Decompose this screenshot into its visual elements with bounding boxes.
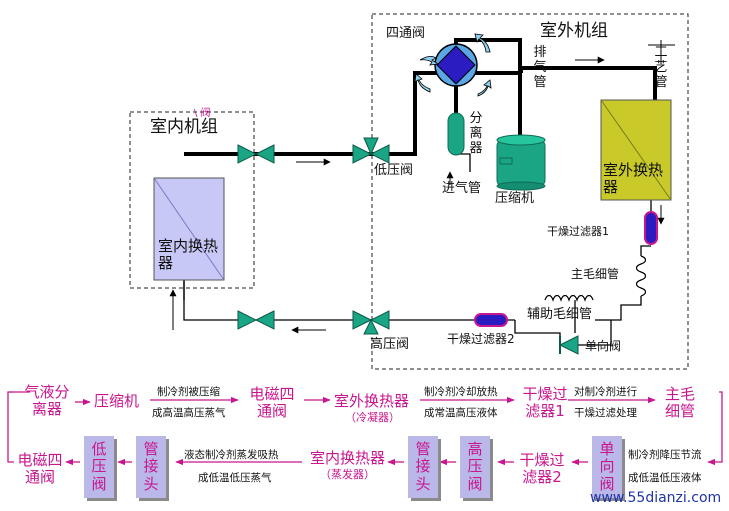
note-compress-a: 制冷剂被压缩 bbox=[157, 386, 220, 398]
intake-pipe-label: 进气管 bbox=[442, 181, 482, 196]
pipes bbox=[184, 38, 657, 162]
note-cool-b: 成常温高压液体 bbox=[424, 407, 498, 419]
flow-main-capillary: 主毛细管 bbox=[664, 385, 695, 420]
note-cool-a: 制冷剂冷却放热 bbox=[424, 386, 498, 398]
stray-mark: \ 阀 bbox=[194, 108, 211, 119]
flow-outdoor-exchanger: 室外换热器 bbox=[334, 392, 410, 410]
flow-condenser: （冷凝器） bbox=[345, 411, 400, 424]
low-pressure-valve bbox=[352, 137, 390, 164]
aux-capillary-label: 辅助毛细管 bbox=[527, 307, 593, 322]
flow-dry-filter-1: 干燥过滤器1 bbox=[522, 385, 568, 420]
flow-four-way-valve-1: 电磁四通阀 bbox=[249, 385, 295, 420]
main-capillary-label: 主毛细管 bbox=[571, 267, 620, 281]
note-throttle-a: 制冷剂降压节流 bbox=[628, 449, 702, 461]
dry-filter-1-label: 干燥过滤器1 bbox=[547, 225, 609, 238]
flow-compressor: 压缩机 bbox=[94, 392, 140, 410]
flow-arrows bbox=[169, 40, 675, 334]
flow-low-pressure-valve: 低压阀 bbox=[91, 440, 107, 493]
note-filter-a: 对制冷剂进行 bbox=[574, 386, 637, 398]
flow-pipe-connector-1: 管接头 bbox=[143, 440, 159, 493]
flow-four-way-valve-2: 电磁四通阀 bbox=[17, 451, 63, 486]
flow-low-pressure-valve-box: 低压阀 bbox=[84, 436, 114, 498]
compressor-label: 压缩机 bbox=[495, 191, 535, 206]
four-way-valve-label: 四通阀 bbox=[386, 26, 426, 41]
indoor-unit-title: 室内机组 bbox=[150, 117, 218, 137]
exhaust-pipe-label: 排气管 bbox=[533, 45, 547, 90]
outdoor-exchanger-label: 室外换热器 bbox=[603, 161, 664, 197]
flow-high-pressure-valve: 高压阀 bbox=[467, 440, 483, 493]
process-pipe-label: 工艺管 bbox=[654, 45, 668, 90]
aux-capillary-coil bbox=[544, 294, 594, 302]
note-filter-b: 干燥过滤处理 bbox=[574, 407, 637, 419]
flowchart-arrows bbox=[7, 391, 723, 466]
check-valve-label: 单向阀 bbox=[585, 339, 622, 353]
flow-check-valve-box: 单向阀 bbox=[592, 436, 622, 498]
indoor-valve-top bbox=[237, 144, 275, 164]
separator-body bbox=[447, 112, 465, 156]
flow-high-pressure-valve-box: 高压阀 bbox=[460, 436, 490, 498]
flow-dry-filter-2: 干燥过滤器2 bbox=[519, 451, 565, 486]
indoor-exchanger-label: 室内换热器 bbox=[158, 237, 219, 273]
dry-filter-1 bbox=[644, 211, 658, 245]
flow-indoor-exchanger: 室内换热器 bbox=[310, 449, 386, 467]
low-pressure-valve-label: 低压阀 bbox=[374, 163, 414, 178]
four-way-swirl-arrows bbox=[414, 33, 492, 97]
compressor bbox=[496, 134, 546, 191]
high-pressure-valve bbox=[352, 310, 390, 335]
flow-pipe-connector-1-box: 管接头 bbox=[136, 436, 166, 498]
note-evap-b: 成低温低压蒸气 bbox=[198, 472, 272, 484]
note-throttle-b: 成低温低压液体 bbox=[628, 472, 702, 484]
outdoor-unit-boundary bbox=[371, 13, 689, 370]
flow-check-valve: 单向阀 bbox=[599, 440, 615, 493]
check-valve bbox=[558, 335, 579, 355]
separator-label: 分离器 bbox=[469, 111, 483, 156]
flow-evaporator: （蒸发器） bbox=[320, 468, 375, 481]
note-compress-b: 成高温高压蒸气 bbox=[152, 407, 226, 419]
high-pressure-valve-label: 高压阀 bbox=[370, 337, 410, 352]
thin-pipes bbox=[183, 153, 652, 346]
outdoor-exchanger-diagonal bbox=[600, 99, 672, 201]
note-evap-a: 液态制冷剂蒸发吸热 bbox=[184, 449, 279, 461]
flow-pipe-connector-2-box: 管接头 bbox=[408, 436, 438, 498]
main-capillary-coil bbox=[635, 255, 647, 297]
watermark: www.55dianzi.com bbox=[590, 490, 722, 506]
flow-pipe-connector-2: 管接头 bbox=[415, 440, 431, 493]
flow-gas-liquid-separator: 气液分离器 bbox=[24, 383, 70, 418]
indoor-valve-bottom bbox=[237, 310, 275, 330]
indoor-unit-boundary bbox=[129, 111, 255, 289]
outdoor-unit-title: 室外机组 bbox=[540, 21, 608, 41]
dry-filter-2-label: 干燥过滤器2 bbox=[447, 332, 515, 346]
indoor-exchanger-diagonal bbox=[153, 177, 225, 281]
dry-filter-2 bbox=[474, 313, 508, 327]
four-way-valve-diamond bbox=[436, 45, 476, 85]
